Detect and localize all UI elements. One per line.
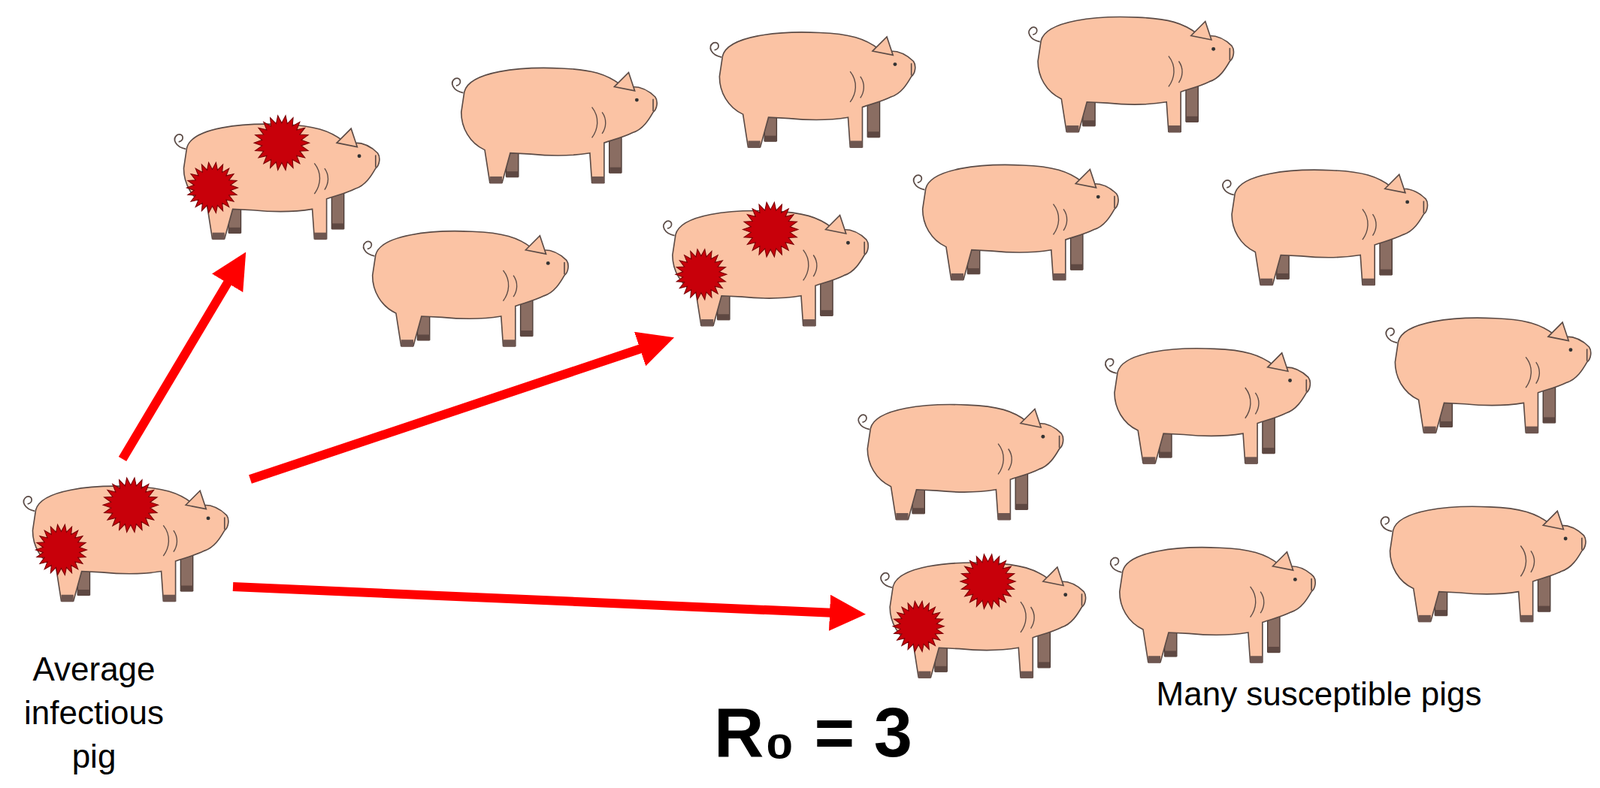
susceptible-pig (913, 164, 1119, 281)
infected-pig (880, 554, 1086, 679)
virus-symbol (960, 554, 1016, 610)
susceptible-pig (452, 67, 657, 184)
susceptible-pig (1105, 348, 1310, 465)
susceptible-pig (710, 32, 915, 149)
virus-symbol (254, 115, 309, 171)
virus-symbol (675, 249, 727, 300)
susceptible-pig (1381, 506, 1586, 623)
infected-pig (23, 477, 228, 602)
transmission-arrow (232, 586, 853, 614)
virus-symbol (102, 477, 158, 533)
infectious-pig-label: Average infectious pig (3, 647, 185, 779)
infected-pig (174, 115, 379, 240)
susceptible-pig (1110, 547, 1316, 664)
virus-symbol (892, 601, 944, 652)
r0-value: R₀ = 3 (625, 695, 1002, 772)
susceptible-pig (363, 231, 569, 348)
susceptible-pigs-label: Many susceptible pigs (1153, 672, 1485, 717)
infected-pig (663, 202, 869, 327)
susceptible-pig (1222, 169, 1428, 286)
transmission-arrow (250, 341, 662, 480)
virus-symbol (187, 162, 239, 213)
susceptible-pig (1028, 17, 1234, 134)
transmission-arrow (122, 263, 239, 460)
virus-symbol (36, 524, 88, 575)
virus-symbol (743, 202, 799, 258)
susceptible-pig (1385, 317, 1591, 434)
susceptible-pig (858, 405, 1063, 521)
